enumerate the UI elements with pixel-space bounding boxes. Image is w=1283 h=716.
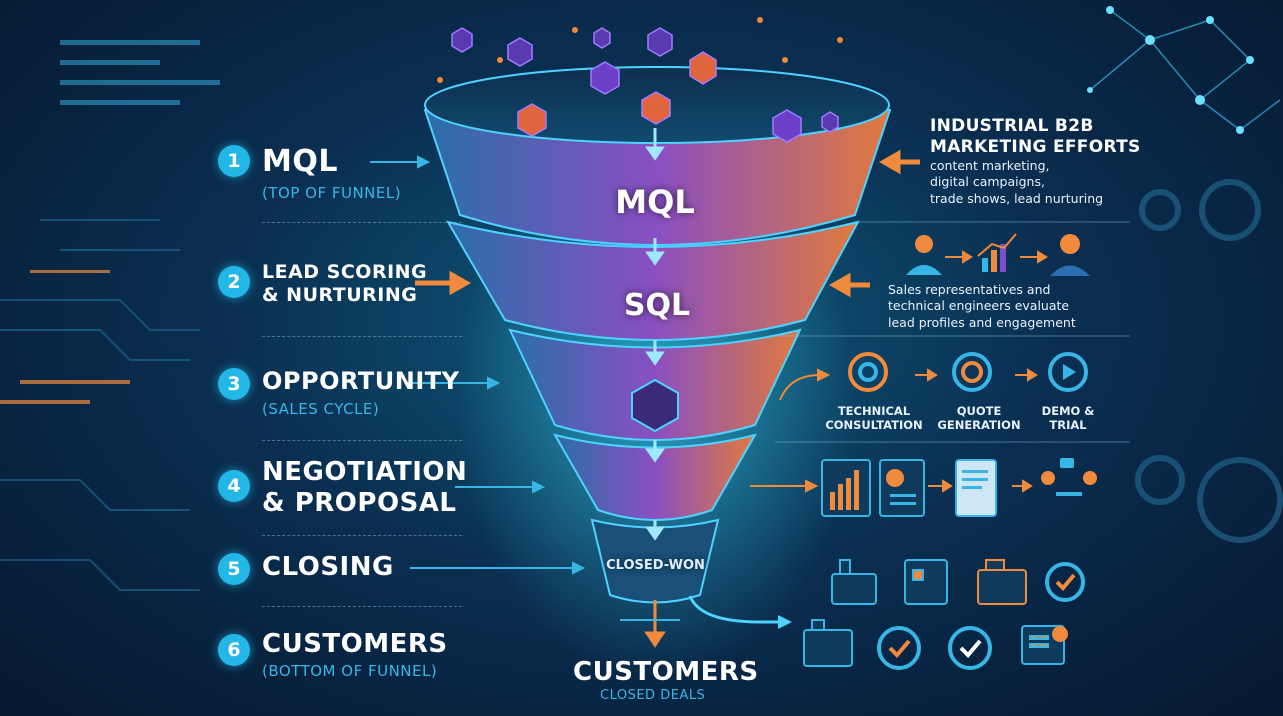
- step-number: 6: [218, 634, 250, 666]
- machine-icon: [977, 559, 1027, 605]
- chart-icon: [977, 233, 1017, 272]
- hexagon-icon: [631, 378, 679, 433]
- step-title-line2: & PROPOSAL: [262, 487, 457, 518]
- closed-deals-subtitle: CLOSED DEALS: [600, 688, 706, 703]
- check-gear-icon: [948, 626, 992, 670]
- title-line: INDUSTRIAL B2B: [930, 116, 1094, 136]
- step-number: 2: [218, 266, 250, 298]
- gear-bg-icon: [1135, 179, 1283, 543]
- label-line: CONSULTATION: [825, 418, 923, 433]
- title-line: MARKETING EFFORTS: [930, 136, 1141, 157]
- quote-generation-label: QUOTE GENERATION: [932, 404, 1026, 433]
- evaluate-line: lead profiles and engagement: [888, 314, 1076, 330]
- step-title: CLOSING: [262, 552, 394, 582]
- funnel-label-mql: MQL: [615, 183, 695, 221]
- marketing-efforts-list: content marketing, digital campaigns, tr…: [930, 158, 1103, 207]
- label-line: QUOTE: [956, 404, 1002, 418]
- pie-chart-icon: [879, 459, 925, 517]
- check-gear-icon: [1045, 562, 1085, 602]
- customers-title: CUSTOMERS: [573, 657, 759, 687]
- funnel-label-sql: SQL: [623, 288, 691, 323]
- circuit-lines-left: [0, 219, 200, 591]
- divider: [262, 336, 462, 337]
- step-3: 3 OPPORTUNITY (SALES CYCLE): [218, 368, 460, 418]
- check-gear-icon: [877, 626, 921, 670]
- label-line: GENERATION: [937, 418, 1021, 433]
- play-gear-icon: [1048, 352, 1088, 392]
- step-1: 1 MQL (TOP OF FUNNEL): [218, 145, 401, 202]
- step-number: 3: [218, 368, 250, 400]
- effort-line: digital campaigns,: [930, 174, 1045, 190]
- step-title-line2: & NURTURING: [262, 283, 418, 306]
- step-number: 5: [218, 553, 250, 585]
- contract-icon: [955, 459, 997, 517]
- step-title: OPPORTUNITY: [262, 367, 460, 395]
- funnel-label-closed-won: CLOSED-WON: [606, 558, 705, 573]
- down-arrow-icon: [645, 128, 665, 541]
- network-graph-icon: [1089, 9, 1281, 131]
- marketing-efforts-title: INDUSTRIAL B2B MARKETING EFFORTS: [930, 116, 1141, 157]
- step-2: 2 LEAD SCORING & NURTURING: [218, 262, 427, 306]
- effort-line: content marketing,: [930, 158, 1050, 173]
- step-4: 4 NEGOTIATION & PROPOSAL: [218, 458, 467, 517]
- demo-trial-label: DEMO & TRIAL: [1035, 404, 1101, 433]
- engineer-icon: [1050, 234, 1090, 276]
- label-line: DEMO &: [1041, 404, 1095, 418]
- meeting-icon: [1041, 458, 1097, 496]
- step-subtitle: (SALES CYCLE): [262, 400, 380, 419]
- divider: [262, 222, 462, 223]
- evaluate-line: Sales representatives and: [888, 282, 1051, 297]
- step-subtitle: (BOTTOM OF FUNNEL): [262, 661, 438, 680]
- divider: [262, 535, 462, 536]
- factory-icon: [803, 619, 853, 667]
- step-title: MQL: [262, 144, 338, 179]
- step-title: LEAD SCORING: [262, 261, 428, 283]
- step-title: CUSTOMERS: [262, 629, 448, 659]
- dollar-gear-icon: [952, 352, 992, 392]
- step-number: 4: [218, 470, 250, 502]
- label-line: TECHNICAL: [837, 404, 911, 418]
- step-subtitle: (TOP OF FUNNEL): [262, 184, 402, 202]
- checklist-icon: [1021, 625, 1068, 665]
- step-6: 6 CUSTOMERS (BOTTOM OF FUNNEL): [218, 630, 448, 680]
- divider: [262, 606, 462, 607]
- bar-chart-icon: [821, 459, 871, 517]
- effort-line: trade shows, lead nurturing: [930, 190, 1104, 206]
- step-number: 1: [218, 145, 250, 177]
- factory-icon: [831, 559, 877, 605]
- evaluation-description: Sales representatives and technical engi…: [888, 282, 1128, 331]
- evaluate-line: technical engineers evaluate: [888, 298, 1070, 314]
- divider: [262, 440, 462, 441]
- technical-consultation-label: TECHNICAL CONSULTATION: [822, 404, 926, 433]
- step-5: 5 CLOSING: [218, 553, 394, 585]
- label-line: TRIAL: [1049, 418, 1087, 433]
- user-icon: [906, 235, 942, 275]
- step-title: NEGOTIATION: [262, 457, 468, 487]
- floating-icons: [451, 27, 839, 143]
- gear-search-icon: [848, 352, 888, 392]
- machine-icon: [904, 559, 948, 605]
